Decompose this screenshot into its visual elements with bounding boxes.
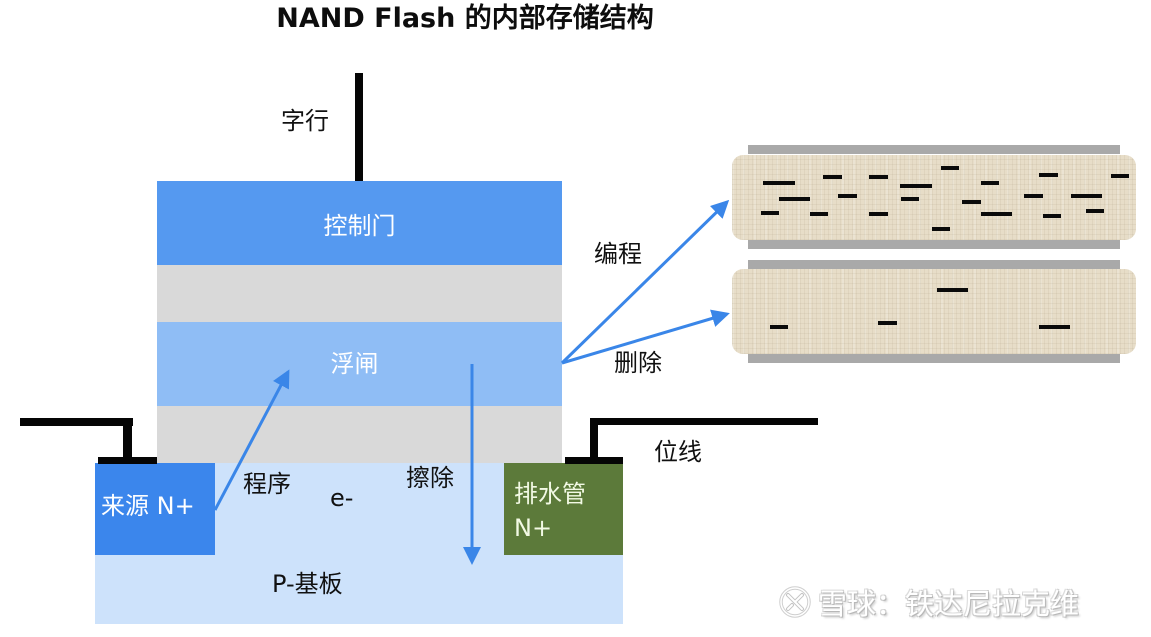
electron-dash (900, 184, 932, 188)
program-label: 程序 (243, 470, 291, 498)
electron-dash (838, 194, 857, 198)
deleting-label: 删除 (614, 349, 662, 377)
watermark: 雪球：铁达尼拉克维 (778, 582, 1079, 622)
electron-dash (878, 321, 897, 325)
erased-cell-top-bar (748, 260, 1120, 269)
control-gate-label: 控制门 (323, 211, 396, 240)
oxide-layer-top (157, 265, 562, 322)
bit-line-wire-horizontal (590, 418, 818, 425)
electron-dash (937, 288, 968, 292)
floating-gate-label: 浮闸 (330, 350, 379, 378)
diagram-title: NAND Flash 的内部存储结构 (276, 3, 654, 34)
source-region (95, 463, 215, 555)
programmed-cell-body (732, 155, 1136, 240)
electron-label: e- (330, 484, 354, 512)
electron-dash (779, 197, 810, 201)
electron-dash (1039, 173, 1058, 177)
word-line-wire (355, 73, 363, 181)
electron-dash (901, 197, 919, 201)
electron-dash (1071, 194, 1102, 198)
bit-line-label: 位线 (654, 438, 702, 466)
electron-dash (810, 212, 828, 216)
drain-region (504, 463, 623, 555)
source-line-wire-horizontal (20, 418, 133, 426)
programming-label: 编程 (594, 240, 642, 268)
electron-dash (981, 181, 999, 185)
programmed-cell-top-bar (748, 145, 1120, 154)
bit-line-wire-vertical (590, 418, 598, 460)
watermark-text: 雪球：铁达尼拉克维 (818, 587, 1080, 621)
source-label: 来源 N+ (101, 492, 195, 520)
erased-cell-body (732, 269, 1136, 354)
word-line-label: 字行 (281, 107, 329, 135)
control-gate: 控制门 (157, 181, 562, 265)
drain-label-line1: 排水管 (514, 480, 586, 508)
electron-dash (763, 181, 795, 185)
electron-dash (823, 175, 842, 179)
erased-cell-bottom-bar (748, 354, 1120, 363)
substrate-label: P-基板 (272, 570, 343, 598)
electron-dash (1039, 325, 1070, 329)
oxide-layer-bottom (157, 406, 562, 463)
electron-dash (869, 212, 888, 216)
electron-dash (932, 227, 950, 231)
electron-dash (981, 212, 1012, 216)
source-contact (98, 457, 157, 464)
electron-dash (770, 325, 788, 329)
electron-dash (869, 175, 888, 179)
source-line-wire-vertical (123, 418, 132, 460)
electron-dash (1024, 194, 1043, 198)
floating-gate: 浮闸 (157, 322, 562, 406)
electron-dash (1043, 214, 1061, 218)
electron-dash (1111, 174, 1129, 178)
electron-dash (941, 166, 959, 170)
snowball-logo-icon (779, 586, 811, 618)
electron-dash (962, 200, 981, 204)
programming-arrow (560, 199, 730, 365)
electron-dash (761, 211, 779, 215)
electron-dash (1086, 209, 1104, 213)
drain-label-line2: N+ (514, 514, 553, 542)
erase-label: 擦除 (406, 464, 454, 492)
drain-contact (565, 457, 623, 464)
programmed-cell-bottom-bar (748, 240, 1120, 249)
